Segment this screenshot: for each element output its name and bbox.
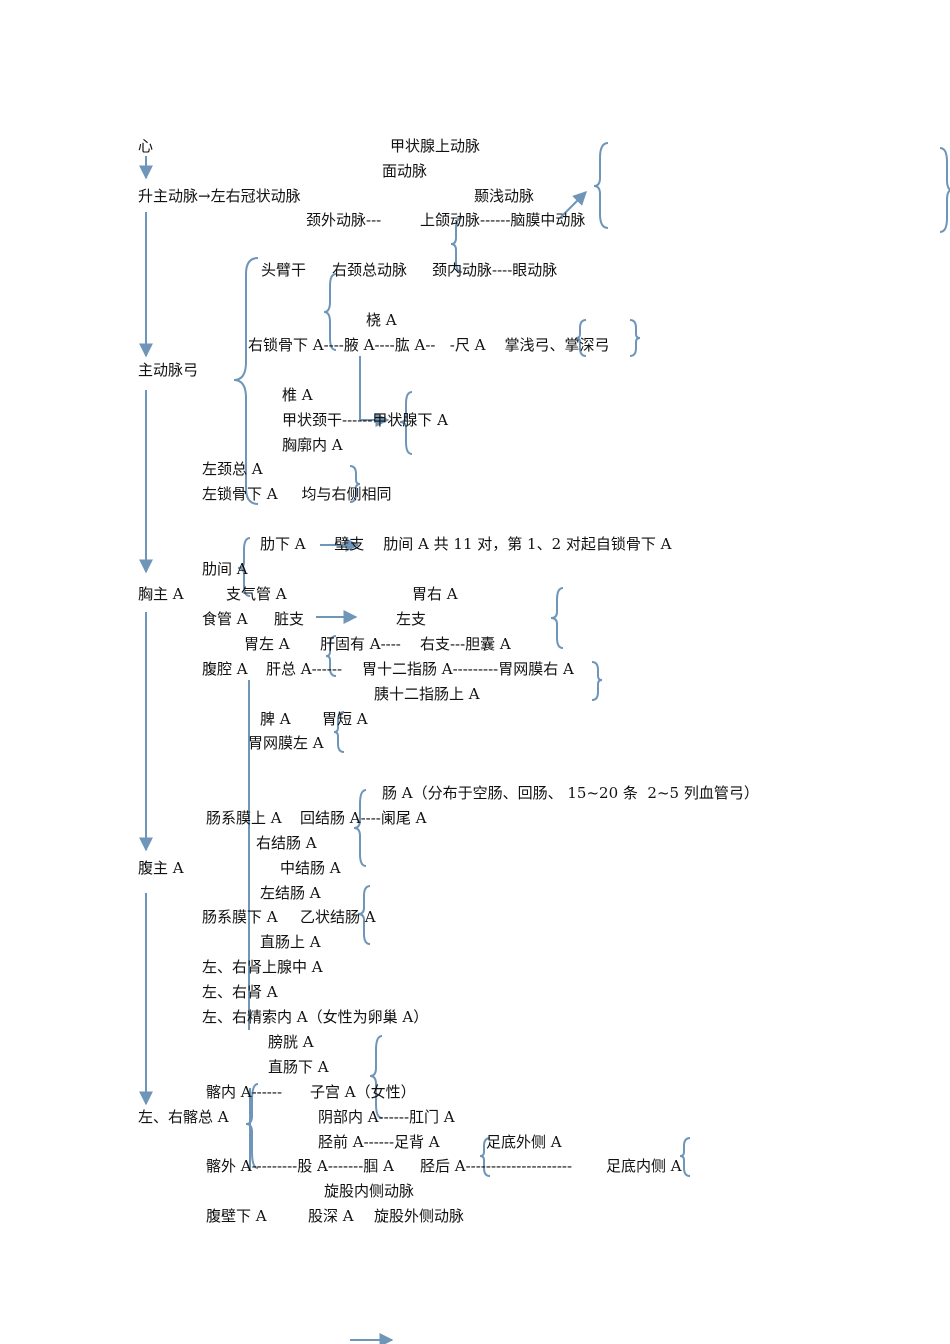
label-visceral-branch: 脏支 [274,610,305,628]
label-radial-artery: 桡 A [366,311,397,329]
label-inferior-rectal: 直肠下 A [268,1058,329,1076]
label-medial-plantar: 足底内侧 A [606,1157,682,1175]
brace-ext-carotid [593,142,609,229]
label-vertebral-artery: 椎 A [282,386,313,404]
label-internal-carotid: 颈内动脉----眼动脉 [432,261,558,279]
label-short-gastric: 胃短 A [322,710,368,728]
brace-right-edge [939,147,950,233]
label-superficial-temporal-artery: 颞浅动脉 [474,187,535,205]
brace-left-branch [550,587,564,649]
label-left-gastric: 胃左 A [244,635,290,653]
label-bronchial: 支气管 A [226,585,287,603]
label-right-colic: 右结肠 A [256,834,317,852]
label-maxillary-artery: 上颌动脉------脑膜中动脉 [420,211,586,229]
label-vesical: 膀胱 A [268,1033,314,1051]
brace-palmar-right [629,319,641,357]
label-internal-iliac: 髂内 A------ [206,1083,283,1101]
label-internal-thoracic: 胸廓内 A [282,436,343,454]
label-middle-adrenal: 左、右肾上腺中 A [202,958,323,976]
label-left-common-carotid: 左颈总 A [202,460,263,478]
label-aortic-arch: 主动脉弓 [138,361,199,379]
label-right-subclavian: 右锁骨下 A----腋 A----肱 A-- -尺 A 掌浅弓、掌深弓 [248,336,610,354]
brace-sup-mesenteric [353,789,367,867]
label-anterior-tibial: 胫前 A------足背 A [318,1133,440,1151]
label-sigmoid: 乙状结肠 A [300,908,376,926]
label-testicular: 左、右精索内 A（女性为卵巢 A） [202,1008,429,1026]
brace-gastroepiploic [591,661,603,701]
label-renal: 左、右肾 A [202,983,278,1001]
label-inferior-epigastric: 腹壁下 A [206,1207,267,1225]
label-left-gastroepiploic: 胃网膜左 A [248,734,324,752]
label-intercostal: 肋间 A [202,560,248,578]
label-deep-femoral: 股深 A [308,1207,354,1225]
brace-int-iliac [369,1035,383,1119]
label-inferior-mesenteric: 肠系膜下 A [202,908,278,926]
label-right-common-carotid: 右颈总动脉 [332,261,408,279]
label-lateral-plantar: 足底外侧 A [486,1133,562,1151]
label-common-iliac: 左、右髂总 A [138,1108,229,1126]
label-celiac: 腹腔 A [202,660,248,678]
label-heart: 心 [138,137,154,155]
label-medial-circumflex-femoral: 旋股内侧动脉 [324,1182,415,1200]
label-abdominal-aorta: 腹主 A [138,859,184,877]
label-superior-rectal: 直肠上 A [260,933,321,951]
label-middle-colic: 中结肠 A [280,859,341,877]
label-internal-pudendal: 阴部内 A------肛门 A [318,1108,455,1126]
label-lateral-circumflex-femoral: 旋股外侧动脉 [374,1207,465,1225]
label-ascending-aorta: 升主动脉→左右冠状动脉 [138,187,301,205]
label-superior-mesenteric: 肠系膜上 A [206,809,282,827]
label-external-iliac: 髂外 A---------股 A-------腘 A [206,1157,394,1175]
label-left-subclavian: 左锁骨下 A 均与右侧相同 [202,485,392,503]
label-uterine: 子宫 A（女性） [310,1083,416,1101]
label-posterior-tibial: 胫后 A--------------------- [420,1157,573,1175]
label-intestinal: 肠 A（分布于空肠、回肠、 15~20 条 2~5 列血管弓） [382,784,759,802]
label-sup-pancreaticoduodenal: 胰十二指肠上 A [374,685,480,703]
label-gastroduodenal: 胃十二指肠 A---------胃网膜右 A [362,660,574,678]
label-superior-thyroid-artery: 甲状腺上动脉 [390,137,481,155]
label-left-colic: 左结肠 A [260,884,321,902]
label-thoracic-aorta: 胸主 A [138,585,184,603]
label-splenic: 脾 A [260,710,291,728]
label-right-gastric: 胃右 A [412,585,458,603]
label-external-carotid: 颈外动脉--- [306,211,382,229]
label-left-branch: 左支 [396,610,427,628]
label-subcostal-parietal: 肋下 A 壁支 肋间 A 共 11 对，第 1、2 对起自锁骨下 A [260,535,672,553]
label-ileocolic: 回结肠 A----阑尾 A [300,809,427,827]
label-thyrocervical-trunk: 甲状颈干------甲状腺下 A [282,411,449,429]
label-esophageal: 食管 A [202,610,248,628]
label-common-hepatic: 肝总 A------ [266,660,343,678]
label-facial-artery: 面动脉 [382,162,428,180]
label-proper-hepatic: 肝固有 A---- 右支---胆囊 A [320,635,511,653]
label-brachiocephalic-trunk: 头臂干 [261,261,307,279]
